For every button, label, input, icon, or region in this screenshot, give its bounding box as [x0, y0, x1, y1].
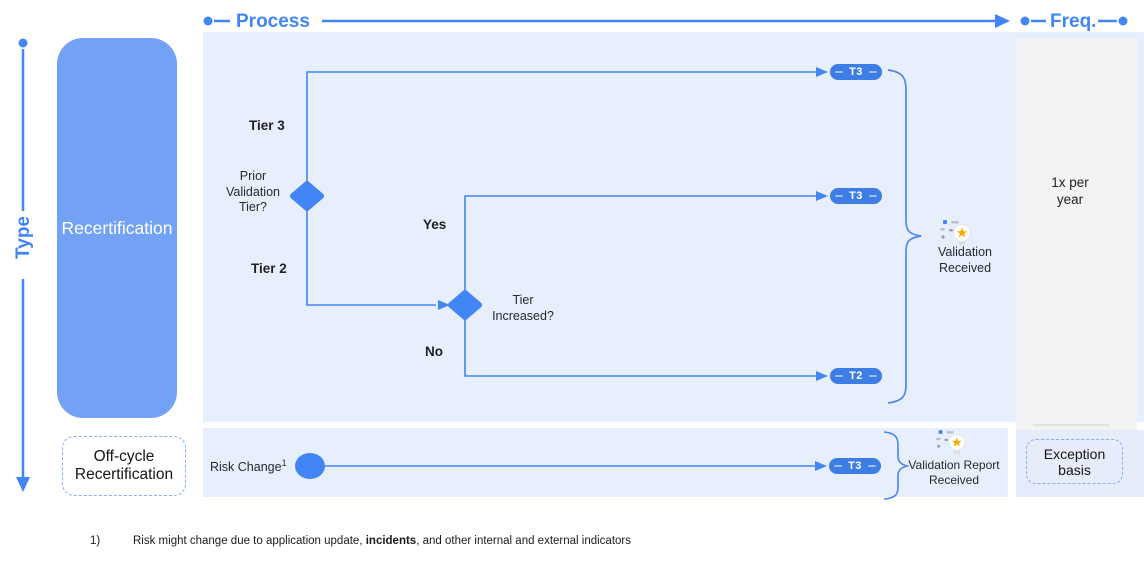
footnote-text: Risk might change due to application upd… — [133, 535, 631, 547]
freq-axis — [1020, 16, 1128, 26]
tier2-branch-label: Tier 2 — [251, 261, 287, 276]
risk-change-footnote-ref: 1 — [281, 458, 287, 468]
recertification-label: Recertification — [61, 217, 173, 238]
flow-arrowheads — [438, 67, 828, 471]
type-axis-label: Type — [13, 216, 34, 259]
off-cycle-recertification-label: Off-cycle Recertification — [74, 448, 174, 483]
validation-received-label: Validation Received — [938, 245, 992, 275]
exception-basis-label: Exception basis — [1043, 445, 1106, 478]
freq-axis-label: Freq. — [1050, 11, 1097, 32]
risk-change-label: Risk Change1 — [210, 458, 287, 476]
tier3-branch-label: Tier 3 — [249, 118, 285, 133]
certificate-icon — [936, 218, 978, 248]
prior-validation-tier-question: Prior Validation Tier? — [226, 169, 280, 215]
off-cycle-recertification-box: Off-cycle Recertification — [62, 436, 186, 496]
process-arrowhead — [995, 14, 1010, 28]
branch-tier3-line — [306, 71, 816, 184]
risk-change-start-node — [295, 453, 325, 479]
validation-report-brace — [883, 431, 910, 500]
branch-yes-line — [464, 195, 816, 293]
prior-validation-tier-decision-diamond — [290, 181, 324, 211]
recertification-box: Recertification — [57, 38, 177, 418]
type-arrowhead — [16, 477, 30, 492]
footnote-text-before: Risk might change due to application upd… — [133, 535, 366, 547]
freq-column-panel — [1016, 38, 1137, 430]
exception-basis-box: Exception basis — [1026, 439, 1123, 484]
footnote-bold-word: incidents — [365, 535, 417, 547]
footnote-marker: 1) — [90, 535, 101, 547]
process-axis — [203, 14, 1010, 28]
yearly-frequency-label: 1x per year — [1051, 175, 1089, 207]
tier-increased-decision-diamond — [448, 290, 482, 320]
footnote: 1) Risk might change due to application … — [90, 535, 631, 547]
off-cycle-tier3-pill: T3 — [829, 458, 881, 474]
tier3-result-pill-middle: T3 — [830, 188, 882, 204]
risk-change-text: Risk Change — [210, 460, 282, 475]
process-axis-label: Process — [236, 11, 310, 32]
certificate-report-icon — [932, 428, 972, 457]
yes-branch-label: Yes — [423, 217, 447, 232]
branch-tier2-line — [306, 208, 436, 306]
branch-no-line — [464, 317, 816, 377]
process-flow-panel — [203, 32, 1144, 422]
validation-report-received-label: Validation Report Received — [908, 458, 1000, 487]
tier3-result-pill-top: T3 — [830, 64, 882, 80]
tier-increased-question: Tier Increased? — [492, 293, 554, 323]
validation-received-brace — [887, 69, 922, 404]
tier2-result-pill: T2 — [830, 368, 882, 384]
type-axis — [16, 38, 30, 492]
footnote-text-after: , and other internal and external indica… — [416, 535, 632, 547]
flow-lines — [306, 71, 816, 467]
no-branch-label: No — [425, 344, 443, 359]
